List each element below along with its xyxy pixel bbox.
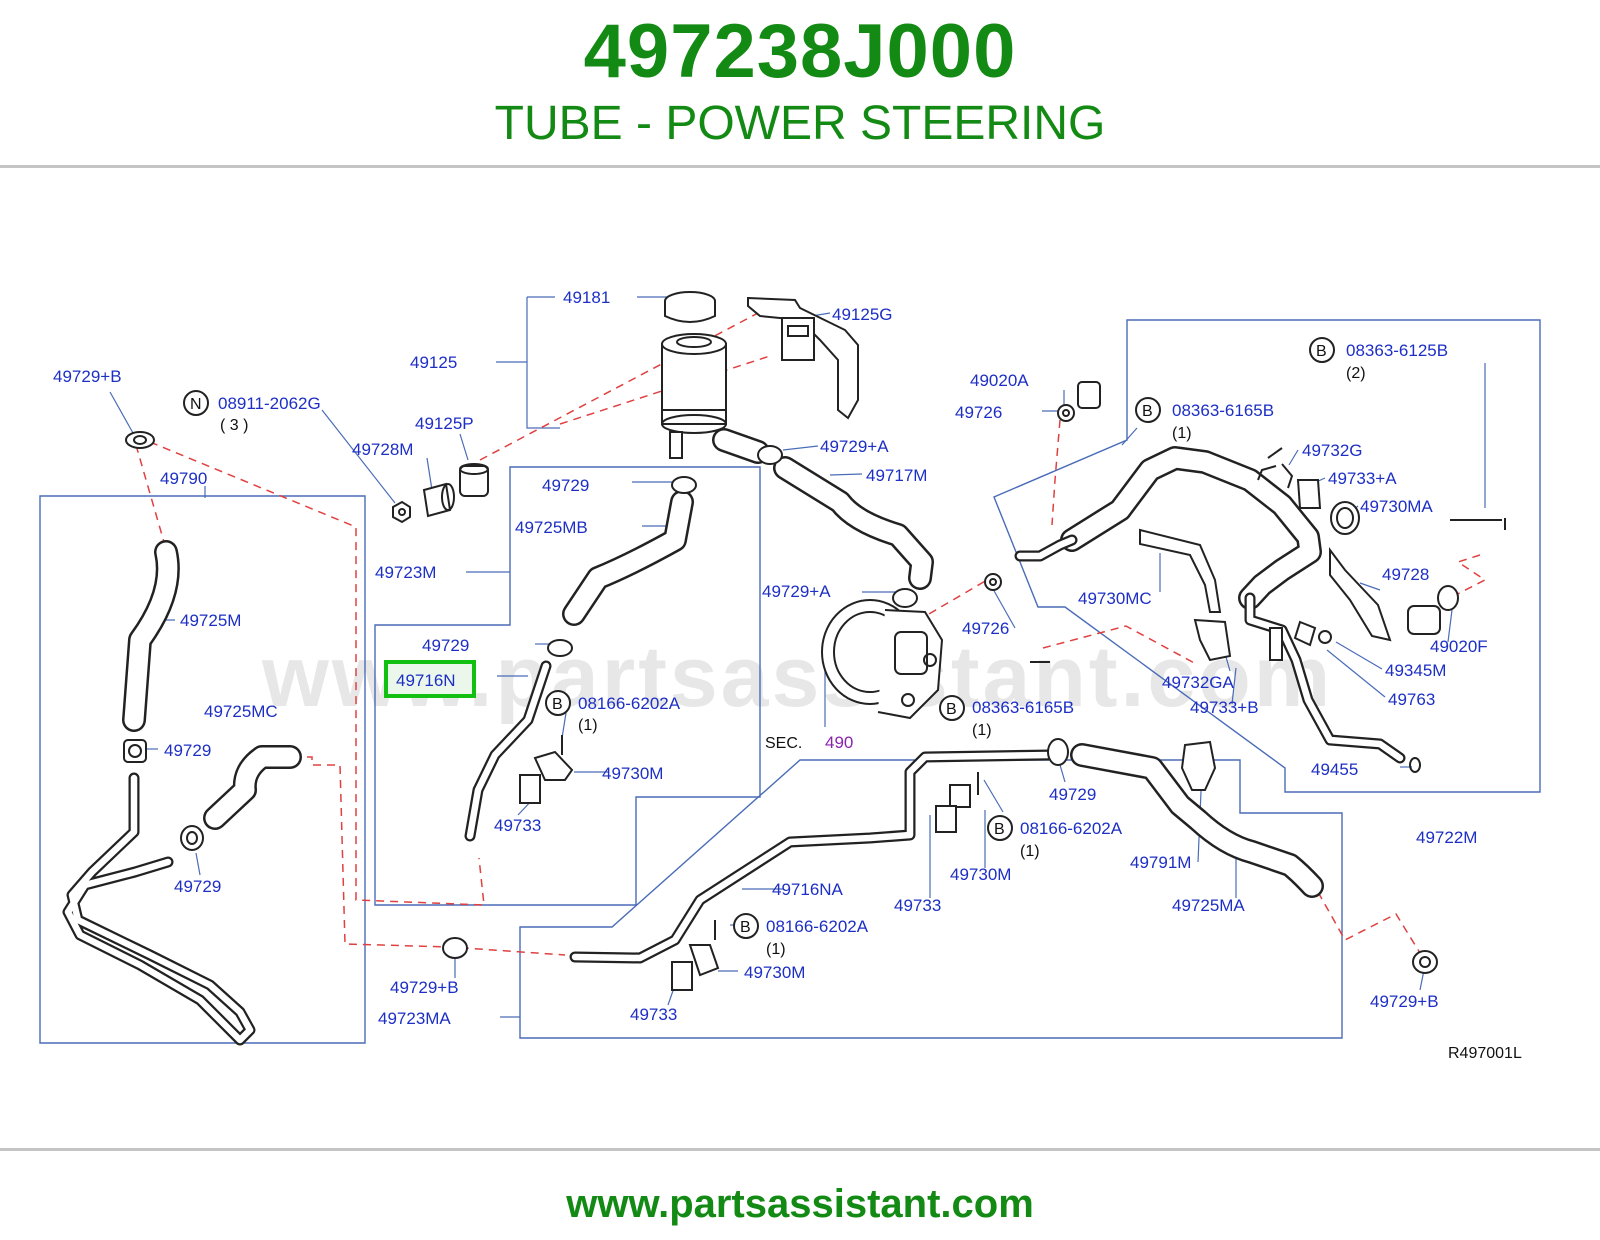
callout-49125G[interactable]: 49125G [832,305,893,324]
header-divider [0,165,1600,168]
callout-49730M-b[interactable]: 49730M [950,865,1011,884]
marker-N: N [190,396,202,413]
callout-08911-2062G[interactable]: 08911-2062G [218,394,321,413]
callout-49726-b[interactable]: 49726 [962,619,1009,638]
callout-49790[interactable]: 49790 [160,469,207,488]
callout-49125P[interactable]: 49125P [415,414,474,433]
callout-49733-a[interactable]: 49733 [494,816,541,835]
callout-49020F[interactable]: 49020F [1430,637,1488,656]
callout-49723MA[interactable]: 49723MA [378,1009,451,1028]
callout-49733-b[interactable]: 49733 [894,896,941,915]
callout-49717M[interactable]: 49717M [866,466,927,485]
footer-url[interactable]: www.partsassistant.com [566,1182,1034,1226]
hose-clamps [123,431,1438,974]
part-number-title: 497238J000 [583,9,1017,94]
callout-49733-c[interactable]: 49733 [630,1005,677,1024]
callout-08166-b[interactable]: 08166-6202A [1020,819,1123,838]
callout-49723M[interactable]: 49723M [375,563,436,582]
callout-49733B[interactable]: 49733+B [1190,698,1259,717]
bracket-49125 [526,297,560,429]
callout-49181[interactable]: 49181 [563,288,610,307]
callout-08166-c[interactable]: 08166-6202A [766,917,869,936]
footer-divider [0,1148,1600,1151]
callout-49725MC[interactable]: 49725MC [204,702,278,721]
callout-49729-d[interactable]: 49729 [174,877,221,896]
callout-49732G[interactable]: 49732G [1302,441,1363,460]
reservoir-49125 [661,291,770,464]
box-49722M [993,319,1541,793]
marker-B-3: B [1316,343,1327,360]
qty-08363-6165B-a: (1) [1172,425,1192,442]
callout-49728[interactable]: 49728 [1382,565,1429,584]
callout-08166-a[interactable]: 08166-6202A [578,694,681,713]
callout-49716N[interactable]: 49716N [396,671,456,690]
callout-49730M-c[interactable]: 49730M [744,963,805,982]
box-49790 [39,495,366,1044]
callout-49020A[interactable]: 49020A [970,371,1029,390]
tube-49790 [62,772,256,1046]
callout-49729B-top[interactable]: 49729+B [53,367,122,386]
callout-49763[interactable]: 49763 [1388,690,1435,709]
brackets [519,528,1392,991]
bracket-49125G [747,296,859,420]
marker-B-2: B [1142,403,1153,420]
fittings [392,381,1506,773]
marker-B-6: B [740,919,751,936]
callout-labels: 49181 49125G 49125 49729+B 08911-2062G (… [53,288,1522,1062]
callout-49730M-a[interactable]: 49730M [602,764,663,783]
qty-08363-6165B-b: (1) [972,722,992,739]
callout-49729A-top[interactable]: 49729+A [820,437,889,456]
box-49723MA [519,759,1343,1039]
callout-49729B-bot[interactable]: 49729+B [390,978,459,997]
part-name-subtitle: TUBE - POWER STEERING [494,97,1106,150]
callout-49730MC[interactable]: 49730MC [1078,589,1152,608]
callout-49729-a[interactable]: 49729 [542,476,589,495]
callout-49729A-mid[interactable]: 49729+A [762,582,831,601]
callout-49729-c[interactable]: 49729 [164,741,211,760]
highlight-49716N[interactable] [384,660,476,698]
callout-49345M[interactable]: 49345M [1385,661,1446,680]
marker-B-4: B [946,701,957,718]
callout-49725MA[interactable]: 49725MA [1172,896,1245,915]
callout-49729-e[interactable]: 49729 [1049,785,1096,804]
diagram-code: R497001L [1448,1045,1522,1062]
tube-49716NA [569,749,1056,964]
callout-08363-6165B-b[interactable]: 08363-6165B [972,698,1074,717]
callout-49730MA[interactable]: 49730MA [1360,497,1433,516]
callout-49725M[interactable]: 49725M [180,611,241,630]
callout-49728M[interactable]: 49728M [352,440,413,459]
qty-08166-c: (1) [766,941,786,958]
marker-B-5: B [994,821,1005,838]
callout-49791M[interactable]: 49791M [1130,853,1191,872]
callout-49732GA[interactable]: 49732GA [1162,673,1234,692]
tube-49722M [1014,534,1406,764]
callout-08363-6165B-a[interactable]: 08363-6165B [1172,401,1274,420]
qty-08166-b: (1) [1020,843,1040,860]
qty-08911: ( 3 ) [220,417,248,434]
hoses [122,446,1324,898]
callout-49455[interactable]: 49455 [1311,760,1358,779]
callout-49716NA[interactable]: 49716NA [772,880,844,899]
qty-08166-a: (1) [578,717,598,734]
power-steering-pump [821,599,944,720]
section-number[interactable]: 490 [825,733,853,752]
leader-lines [109,296,1486,1018]
tube-49716N [464,660,552,842]
callout-49729B-right[interactable]: 49729+B [1370,992,1439,1011]
marker-B-1: B [552,696,563,713]
callout-49726-a[interactable]: 49726 [955,403,1002,422]
callout-49722M[interactable]: 49722M [1416,828,1477,847]
callout-49733A[interactable]: 49733+A [1328,469,1397,488]
marker-circles [183,337,1335,939]
section-label: SEC. [765,735,802,752]
callout-49729-b[interactable]: 49729 [422,636,469,655]
callout-08363-6125B[interactable]: 08363-6125B [1346,341,1448,360]
callout-49125[interactable]: 49125 [410,353,457,372]
callout-49725MB[interactable]: 49725MB [515,518,588,537]
qty-08363-6125B: (2) [1346,365,1366,382]
